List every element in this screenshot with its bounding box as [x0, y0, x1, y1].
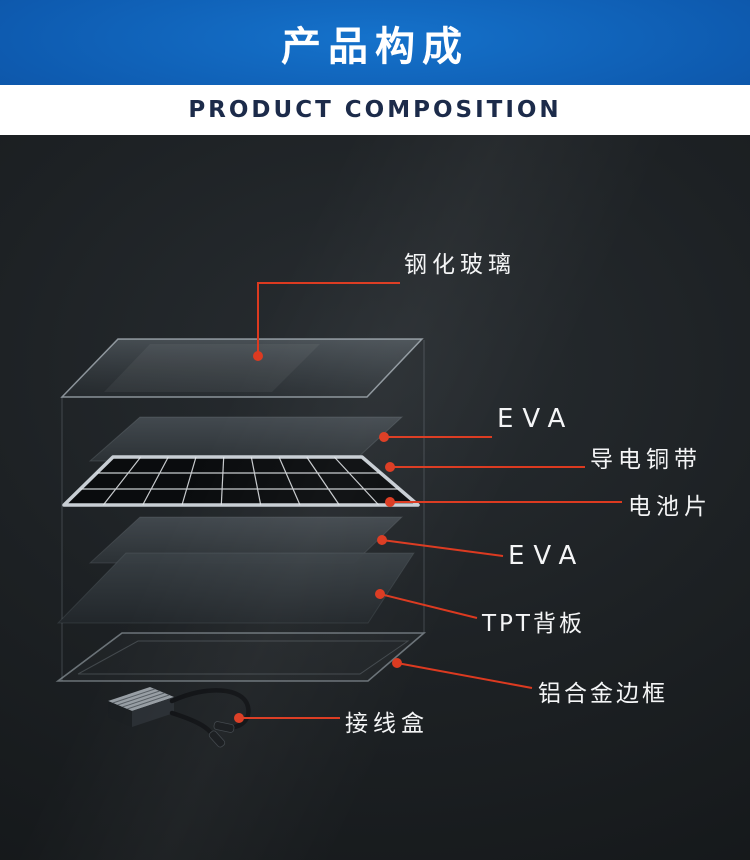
label-eva-top: EVA [497, 404, 575, 434]
glass-layer [60, 338, 424, 398]
leader-dot-frame [392, 658, 402, 668]
leader-dot-solar-cell [385, 497, 395, 507]
leader-dot-junction-box [234, 713, 244, 723]
leader-dot-copper-ribbon [385, 462, 395, 472]
leader-dot-eva-top [379, 432, 389, 442]
page-title-en: PRODUCT COMPOSITION [188, 97, 562, 123]
label-aluminum-frame: 铝合金边框 [538, 681, 668, 707]
cell-grid-layer [62, 455, 420, 507]
page-title-cn: 产品构成 [281, 23, 469, 70]
frame-layer [55, 632, 427, 682]
leader-eva-bottom [381, 539, 504, 557]
label-copper-ribbon: 导电铜带 [590, 447, 702, 473]
leader-dot-tpt [375, 589, 385, 599]
cable [169, 688, 251, 730]
label-solar-cell: 电池片 [628, 494, 712, 520]
leader-lines [234, 282, 622, 723]
leader-frame [396, 662, 533, 689]
leader-dot-tempered-glass [253, 351, 263, 361]
leader-tpt [379, 593, 478, 619]
tpt-layer [56, 552, 415, 624]
header-banner: 产品构成 [0, 0, 750, 85]
exploded-diagram [55, 282, 622, 748]
junction-box [108, 687, 251, 748]
diagram-stage: 钢化玻璃 EVA 导电铜带 电池片 EVA TPT背板 铝合金边框 接线盒 [0, 135, 750, 860]
header-subtitle-band: PRODUCT COMPOSITION [0, 85, 750, 135]
cell-grid-lines [80, 456, 400, 506]
leader-dot-eva-bottom [377, 535, 387, 545]
eva-top-layer [88, 416, 404, 462]
cable-connector [213, 721, 235, 733]
label-eva-bottom: EVA [508, 541, 586, 571]
cable [169, 710, 217, 741]
label-tpt-backsheet: TPT背板 [482, 611, 585, 637]
label-tempered-glass: 钢化玻璃 [404, 252, 516, 278]
label-junction-box: 接线盒 [345, 711, 429, 737]
leader-tempered-glass [257, 282, 400, 356]
cable-connector [208, 730, 226, 748]
